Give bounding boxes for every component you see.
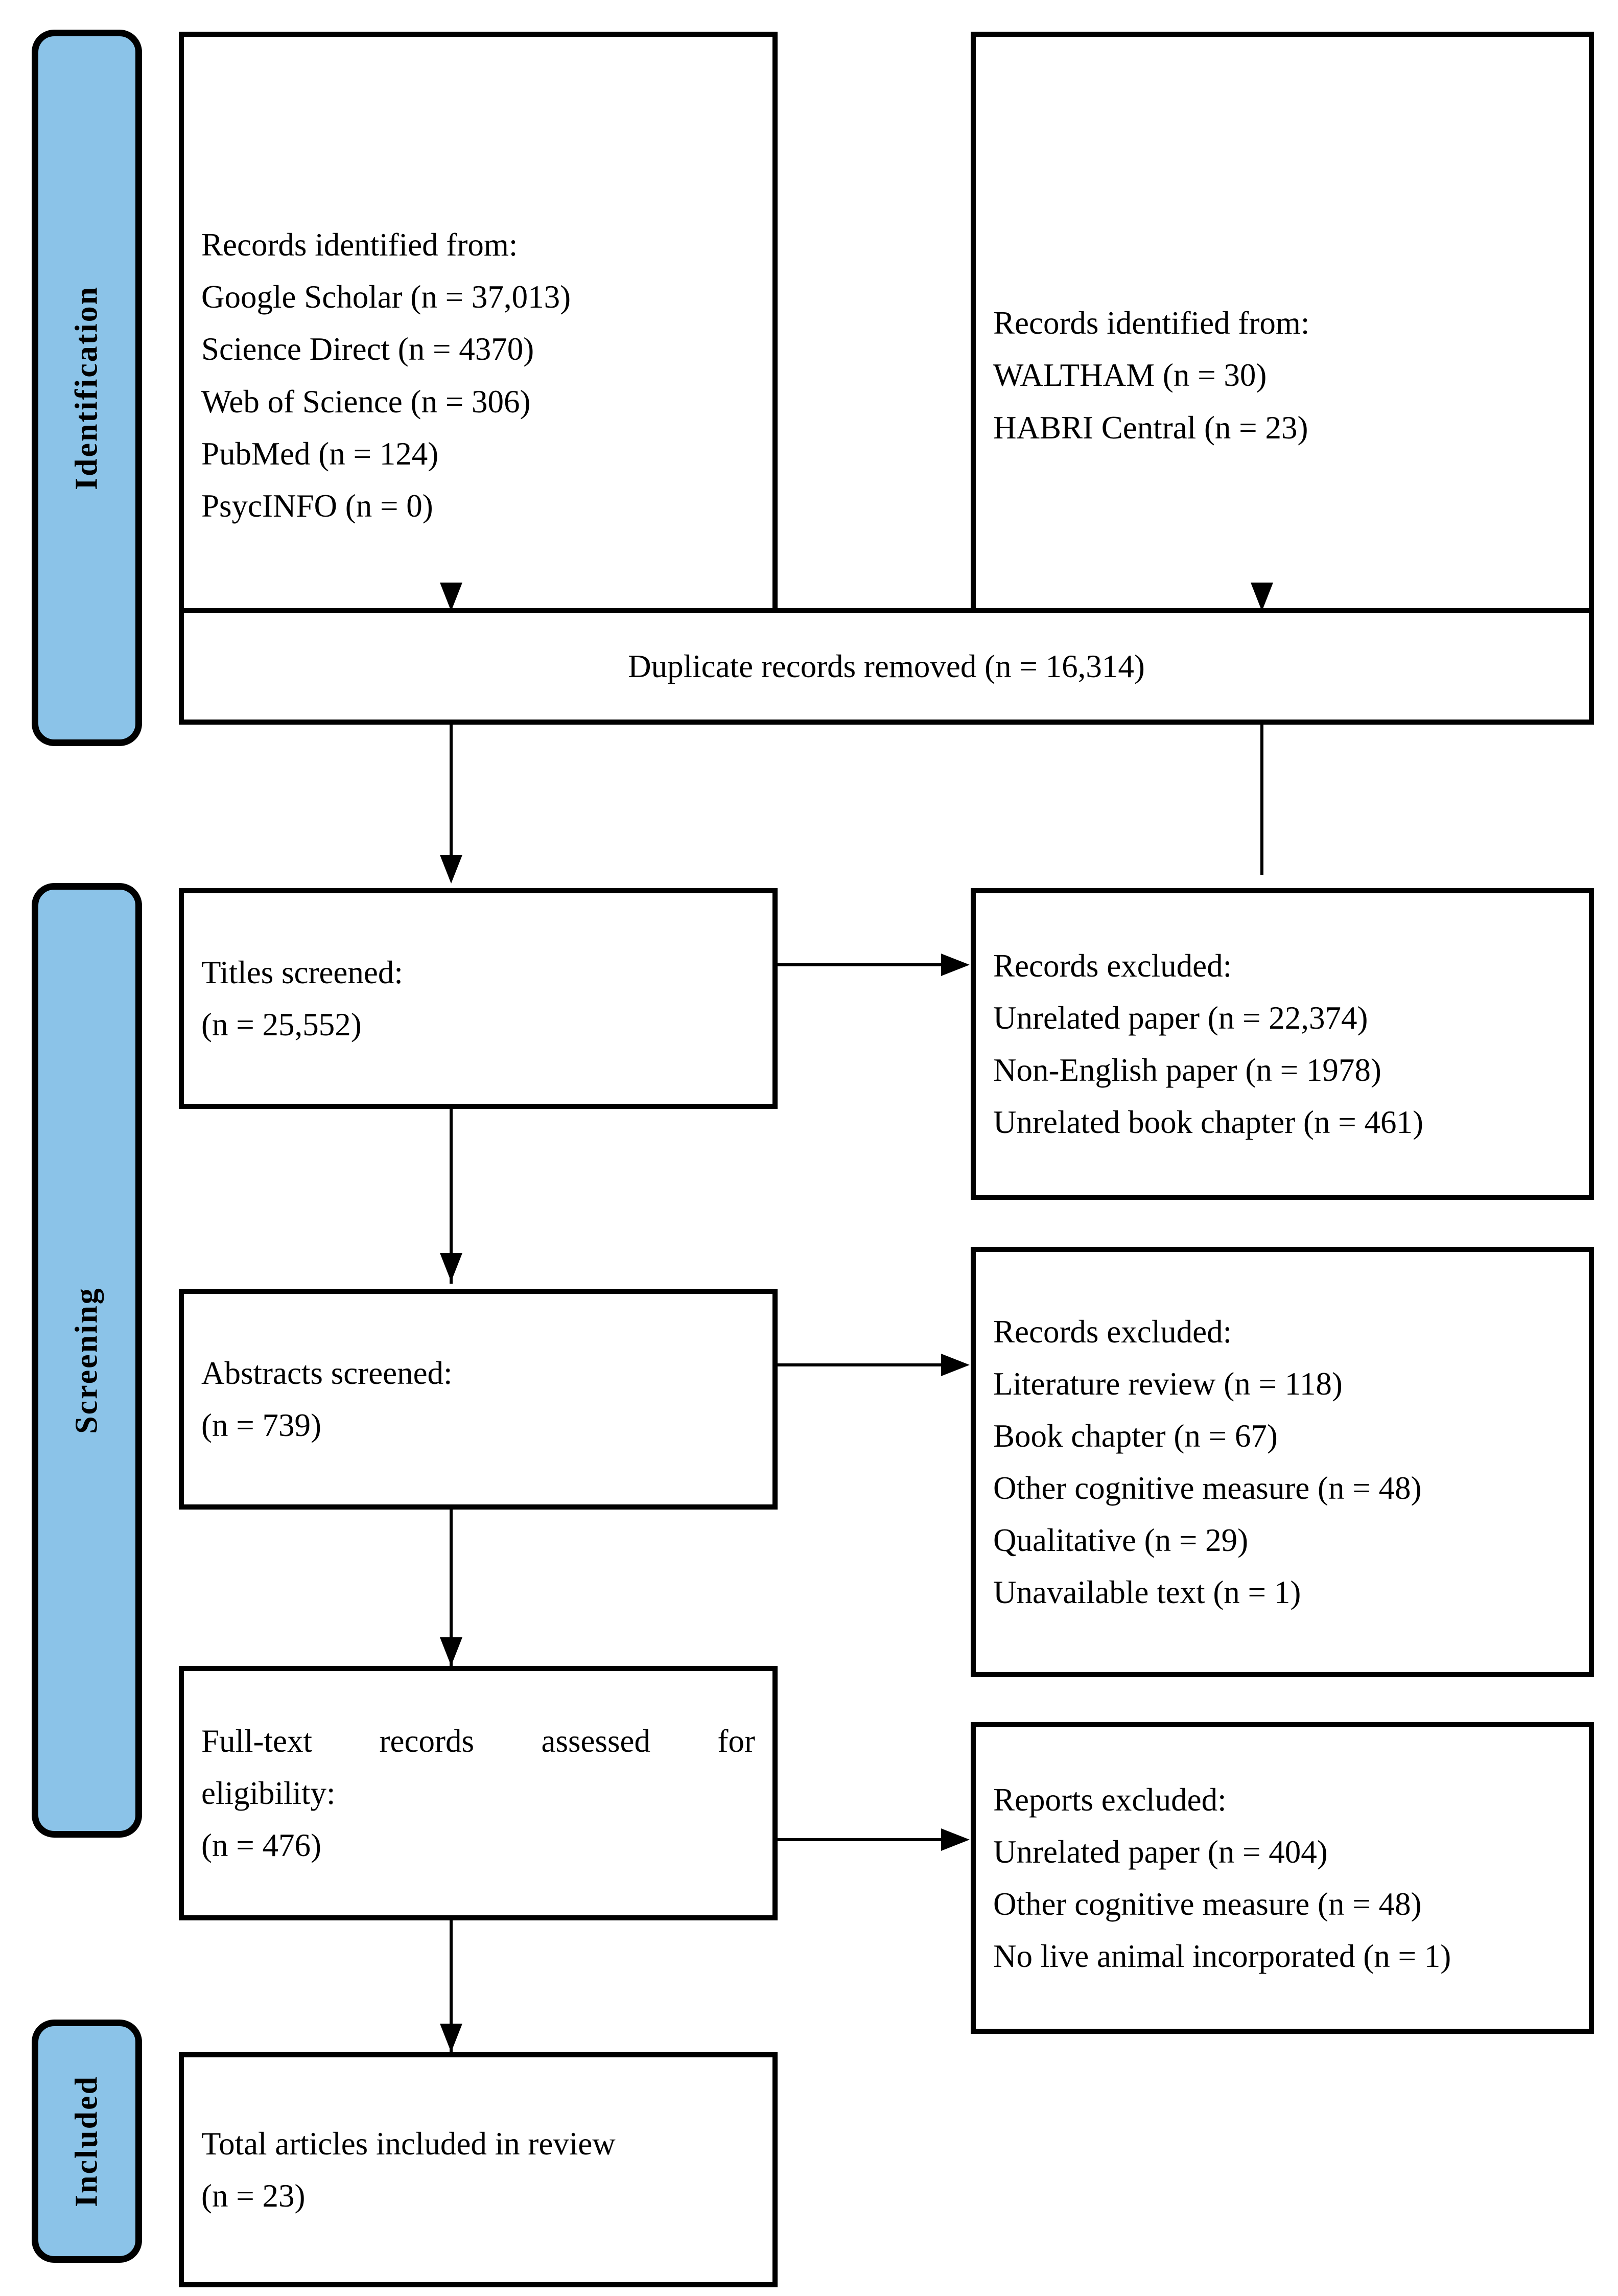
abstracts-screened-count: (n = 739) [201,1407,321,1443]
connector-registers-to-duplicates [1260,719,1263,875]
titles-excluded-item-unrelated-book-chapter: Unrelated book chapter (n = 461) [993,1104,1423,1141]
register-item-waltham: WALTHAM (n = 30) [993,357,1267,393]
total-included-count: (n = 23) [201,2178,306,2214]
fulltext-records-assessed-box: Full-text records assessed for eligibili… [179,1666,778,1920]
abstracts-excluded-heading: Records excluded: [993,1313,1232,1350]
reports-excluded-box: Reports excluded: Unrelated paper (n = 4… [971,1722,1594,2034]
titles-excluded-item-unrelated-paper: Unrelated paper (n = 22,374) [993,1000,1368,1036]
arrow-abstracts-to-records-excluded [941,1354,970,1376]
reports-excluded-item-other-cognitive-measure: Other cognitive measure (n = 48) [993,1886,1422,1922]
fulltext-heading-line1: Full-text records assessed for [201,1723,755,1759]
total-included-heading: Total articles included in review [201,2125,616,2162]
connector-abstracts-to-fulltext [450,1510,453,1668]
connector-duplicates-to-titles [450,725,453,855]
database-item-google-scholar: Google Scholar (n = 37,013) [201,279,571,315]
database-item-science-direct: Science Direct (n = 4370) [201,331,534,367]
abstracts-excluded-item-other-cognitive-measure: Other cognitive measure (n = 48) [993,1470,1422,1506]
abstracts-screened-box: Abstracts screened: (n = 739) [179,1289,778,1510]
titles-screened-heading: Titles screened: [201,954,403,990]
titles-excluded-heading: Records excluded: [993,947,1232,984]
reports-excluded-heading: Reports excluded: [993,1781,1227,1818]
arrow-titles-to-abstracts [440,1253,462,1282]
abstracts-screened-heading: Abstracts screened: [201,1355,453,1391]
duplicate-records-removed-box: Duplicate records removed (n = 16,314) [179,608,1594,725]
records-identified-databases-box: Records identified from: Google Scholar … [179,32,778,719]
connector-fulltext-to-reports-excluded [778,1838,941,1841]
registers-heading: Records identified from: [993,305,1310,341]
arrow-abstracts-to-fulltext [440,1637,462,1666]
stage-bar-included: Included [32,2020,142,2263]
connector-abstracts-to-records-excluded [778,1363,941,1366]
total-articles-included-box: Total articles included in review (n = 2… [179,2052,778,2287]
stage-label-screening: Screening [69,1287,104,1434]
fulltext-count: (n = 476) [201,1827,321,1864]
arrow-fulltext-to-reports-excluded [941,1828,970,1851]
arrow-fulltext-to-included [440,2024,462,2052]
connector-titles-to-abstracts [450,1109,453,1284]
fulltext-heading-line2: eligibility: [201,1775,336,1811]
records-excluded-titles-box: Records excluded: Unrelated paper (n = 2… [971,888,1594,1200]
arrow-registers-to-duplicates [1251,583,1273,611]
abstracts-excluded-item-unavailable-text: Unavailable text (n = 1) [993,1574,1301,1611]
stage-label-included: Included [69,2075,104,2208]
records-excluded-abstracts-box: Records excluded: Literature review (n =… [971,1247,1594,1677]
database-item-web-of-science: Web of Science (n = 306) [201,383,531,420]
reports-excluded-item-unrelated-paper: Unrelated paper (n = 404) [993,1834,1328,1870]
titles-screened-count: (n = 25,552) [201,1007,362,1042]
reports-excluded-item-no-live-animal: No live animal incorporated (n = 1) [993,1938,1451,1975]
titles-screened-box: Titles screened: (n = 25,552) [179,888,778,1109]
databases-heading: Records identified from: [201,227,518,263]
abstracts-excluded-item-qualitative: Qualitative (n = 29) [993,1522,1249,1559]
arrow-titles-to-records-excluded [941,954,970,976]
titles-excluded-item-non-english-paper: Non-English paper (n = 1978) [993,1052,1381,1088]
duplicates-text: Duplicate records removed (n = 16,314) [628,648,1145,684]
abstracts-excluded-item-book-chapter: Book chapter (n = 67) [993,1418,1278,1454]
abstracts-excluded-item-literature-review: Literature review (n = 118) [993,1365,1343,1402]
stage-label-identification: Identification [69,285,104,491]
register-item-habri-central: HABRI Central (n = 23) [993,409,1308,446]
connector-titles-to-records-excluded [778,963,941,966]
stage-bar-identification: Identification [32,30,142,746]
arrow-databases-to-duplicates [440,583,462,611]
stage-bar-screening: Screening [32,883,142,1838]
connector-fulltext-to-included [450,1920,453,2052]
arrow-duplicates-to-titles [440,855,462,884]
database-item-psycinfo: PsycINFO (n = 0) [201,488,433,524]
database-item-pubmed: PubMed (n = 124) [201,435,439,472]
